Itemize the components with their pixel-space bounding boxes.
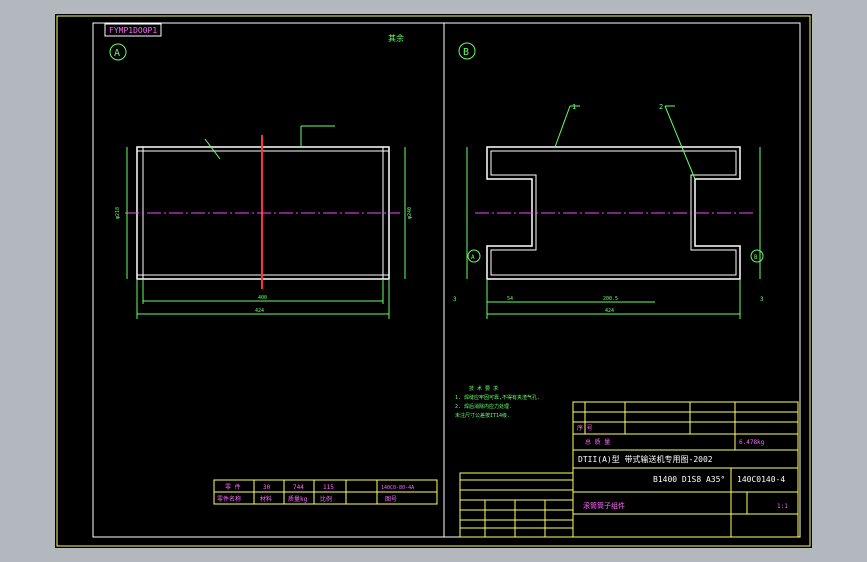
title-drawing-no: 140C0140-4 [737, 475, 785, 484]
detail-a-marker: A [471, 254, 475, 261]
parts-r1c1: 材料 [260, 495, 272, 503]
title-part-name: 滚筒筒子组件 [583, 501, 625, 510]
flag-b: 3 [760, 296, 764, 303]
title-spec: B1400 D1S8 A35° [653, 475, 725, 484]
title-scale: 1:1 [777, 503, 788, 510]
view-b-dim-left: 54 [507, 296, 513, 302]
view-a-circle [109, 43, 127, 61]
view-a-dim-left: φ218 [115, 207, 121, 219]
title-row-label: 序 号 [577, 424, 593, 432]
view-a-label: A [114, 48, 120, 59]
title-line-1: DTII(A)型 带式输送机专用图-2002 [578, 454, 713, 464]
notes-line-2: 2. 焊后消除内应力处理. [455, 403, 512, 410]
parts-r0c0: 零 件 [225, 483, 241, 491]
title-block [459, 401, 799, 538]
code-box-text: FYMP1DO0P1 [109, 26, 157, 35]
parts-r1c4: 图号 [385, 496, 397, 503]
detail-b-marker: B [754, 254, 758, 261]
view-a-dim-inner: 400 [258, 295, 267, 301]
parts-r0c4: 140C0-80-4A [381, 485, 414, 491]
view-b-drawing [466, 105, 764, 319]
view-b-label: B [463, 47, 469, 58]
view-b-dim-mid: 200.5 [603, 296, 618, 302]
title-weight: 6.478kg [739, 439, 765, 446]
cad-drawing: FYMP1DO0P1 A B 其余 424 400 φ218 φ240 [56, 15, 811, 547]
view-b-dim-overall: 424 [605, 308, 614, 314]
drawing-sheet: FYMP1DO0P1 A B 其余 424 400 φ218 φ240 [55, 14, 812, 548]
title-weight-label: 总 质 量 [585, 438, 610, 446]
parts-r0c2: 744 [293, 484, 304, 491]
view-a-dim-right: φ240 [407, 207, 413, 219]
notes-line-1: 1. 焊缝应牢固可靠,不得有夹渣气孔. [455, 394, 540, 401]
view-a-drawing [125, 125, 406, 319]
parts-r0c1: 30 [263, 484, 271, 491]
notes-title: 技 术 要 求 [469, 385, 498, 392]
parts-table [213, 479, 438, 505]
parts-r1c3: 比例 [320, 495, 332, 503]
parts-r1c0: 零件名称 [217, 495, 241, 503]
code-box [104, 23, 162, 37]
view-b-circle [458, 42, 476, 60]
callout-1: 1 [572, 103, 576, 111]
roughness-note: 其余 [388, 33, 404, 43]
parts-r1c2: 质量kg [288, 495, 308, 503]
callout-2: 2 [659, 103, 663, 111]
inner-frame [92, 22, 801, 538]
view-a-dim-overall: 424 [255, 308, 264, 314]
notes-line-3: 未注尺寸公差按IT14级. [455, 412, 510, 419]
parts-r0c3: 115 [323, 484, 334, 491]
outer-frame [56, 15, 811, 547]
flag-a: 3 [453, 296, 457, 303]
